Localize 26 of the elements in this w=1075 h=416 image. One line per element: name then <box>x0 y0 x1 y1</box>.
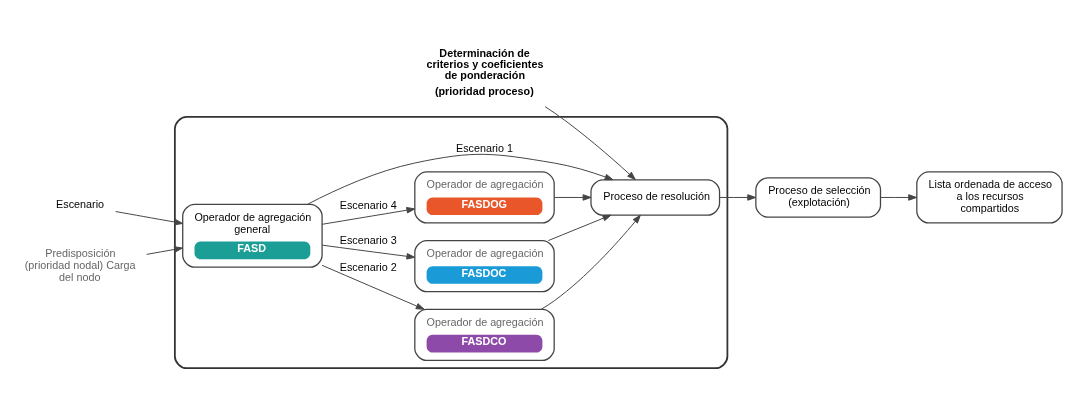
edge-label: Escenario 4 <box>339 198 397 211</box>
node-text: Escenario <box>56 197 105 210</box>
arrow <box>307 153 614 205</box>
arrow <box>321 244 416 260</box>
edge-label: Escenario 1 <box>456 141 513 154</box>
arrow <box>547 214 612 241</box>
node-box: Operador de agregación FASDOG <box>414 170 555 224</box>
arrow <box>554 193 592 201</box>
arrow <box>321 206 416 225</box>
node-box: Proceso de resolución <box>590 178 721 216</box>
node-box: Operador de agregación FASDOC <box>414 239 555 292</box>
node-box: Operador de agregación general FASD <box>182 203 323 268</box>
arrow <box>115 210 184 225</box>
arrow <box>544 105 636 180</box>
arrow <box>719 193 757 201</box>
arrow <box>146 245 183 255</box>
node-box: Lista ordenada de acceso a los recursos compartidos <box>916 170 1063 224</box>
node-box: Operador de agregación FASDCO <box>414 308 555 361</box>
edge-label: Escenario 2 <box>339 260 397 273</box>
arrow <box>880 193 918 201</box>
node-text: Determinación de criterios y coeficientes de ponderación (prioridad proceso) <box>426 46 544 97</box>
arrow <box>321 264 425 310</box>
node-box: Proceso de selección (explotación) <box>755 176 882 218</box>
node-text: Predisposición (prioridad nodal) Carga del nodo <box>24 246 136 283</box>
arrow <box>540 214 641 310</box>
edge-label: Escenario 3 <box>339 233 397 246</box>
